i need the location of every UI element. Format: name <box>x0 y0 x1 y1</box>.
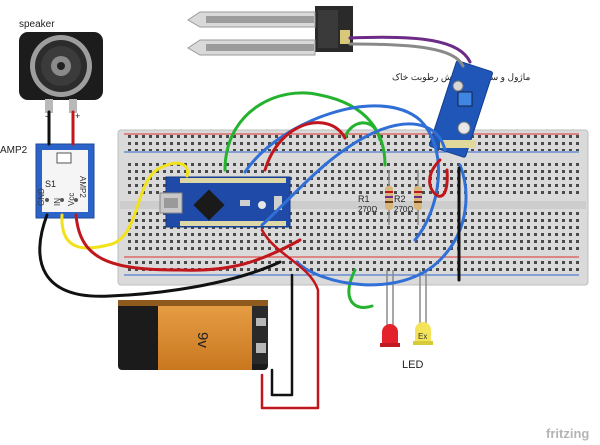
led-yellow-mark: Ex <box>418 332 427 341</box>
speaker-minus-label: - <box>45 111 48 121</box>
wire-green-bottom <box>347 268 374 309</box>
wire-purple-a <box>348 35 472 64</box>
arduino-nano <box>159 176 291 228</box>
r2-name: R2 <box>394 194 406 204</box>
wire-black-battery <box>270 273 294 397</box>
amp-board-side-label: AMP2 <box>78 176 87 198</box>
wire-red-sensor <box>428 158 449 198</box>
amp-pin-gnd: GND <box>37 188 46 206</box>
battery-9v-icon <box>118 300 268 370</box>
battery-voltage-label: 9v <box>194 332 211 348</box>
wire-amp-yellow <box>60 161 190 250</box>
wire-green-small <box>343 121 382 142</box>
wire-amp-black <box>38 213 282 298</box>
r2-value: 270Ω <box>394 205 413 214</box>
amp-board-name: S1 <box>45 179 56 189</box>
speaker-icon <box>19 32 103 113</box>
wire-blue-c <box>295 163 468 287</box>
wire-blue-b <box>260 122 447 227</box>
amp-pin-in: IN <box>53 198 62 206</box>
soil-sensor-module <box>429 60 493 158</box>
fritzing-logo: fritzing <box>546 426 589 441</box>
wires <box>38 35 472 410</box>
r1-value: 270Ω <box>358 205 377 214</box>
wire-purple-b <box>348 42 465 68</box>
amp-pin-vcc: Vcc <box>67 193 76 206</box>
wire-red-top <box>263 121 347 172</box>
wire-red-battery <box>260 228 320 410</box>
led-yellow <box>413 270 433 345</box>
resistor-r1 <box>385 170 393 225</box>
led-label: LED <box>402 359 423 371</box>
amplifier-module <box>35 143 95 219</box>
led-red <box>380 270 400 347</box>
soil-moisture-probe-icon <box>187 6 353 56</box>
speaker-label: speaker <box>19 19 55 30</box>
speaker-plus-label: + <box>75 111 80 121</box>
wire-amp-red <box>74 213 302 272</box>
resistor-r2 <box>414 170 422 225</box>
r1-name: R1 <box>358 194 370 204</box>
amp-module-label: AMP2 <box>0 145 28 156</box>
